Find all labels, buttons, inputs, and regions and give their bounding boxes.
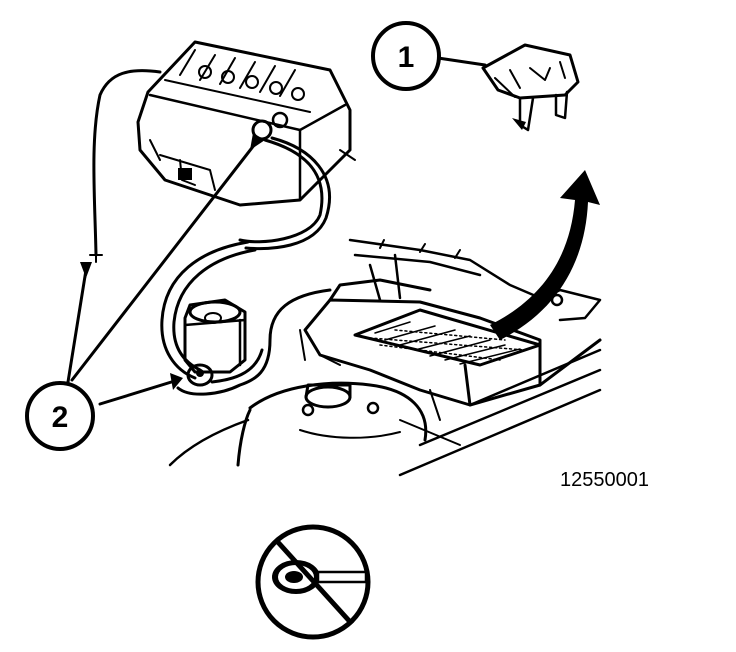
callout-2: 2 bbox=[25, 381, 95, 451]
callout-2-label: 2 bbox=[52, 401, 69, 434]
positive-cable bbox=[92, 69, 162, 257]
fuse-panel-assembly bbox=[299, 238, 602, 477]
battery-cable-lower bbox=[160, 240, 250, 380]
no-ignition-key-icon bbox=[255, 524, 371, 640]
battery-terminal bbox=[176, 288, 332, 396]
figure-id: 12550001 bbox=[560, 469, 649, 491]
engine-component bbox=[168, 381, 428, 467]
callout-1: 1 bbox=[371, 21, 441, 91]
fuse bbox=[481, 43, 580, 132]
callout-1-label: 1 bbox=[398, 41, 415, 74]
callout-2-leaders bbox=[66, 133, 265, 406]
removal-arrow bbox=[490, 170, 600, 340]
fuse-box bbox=[136, 40, 356, 207]
battery-cable-upper bbox=[238, 138, 324, 244]
